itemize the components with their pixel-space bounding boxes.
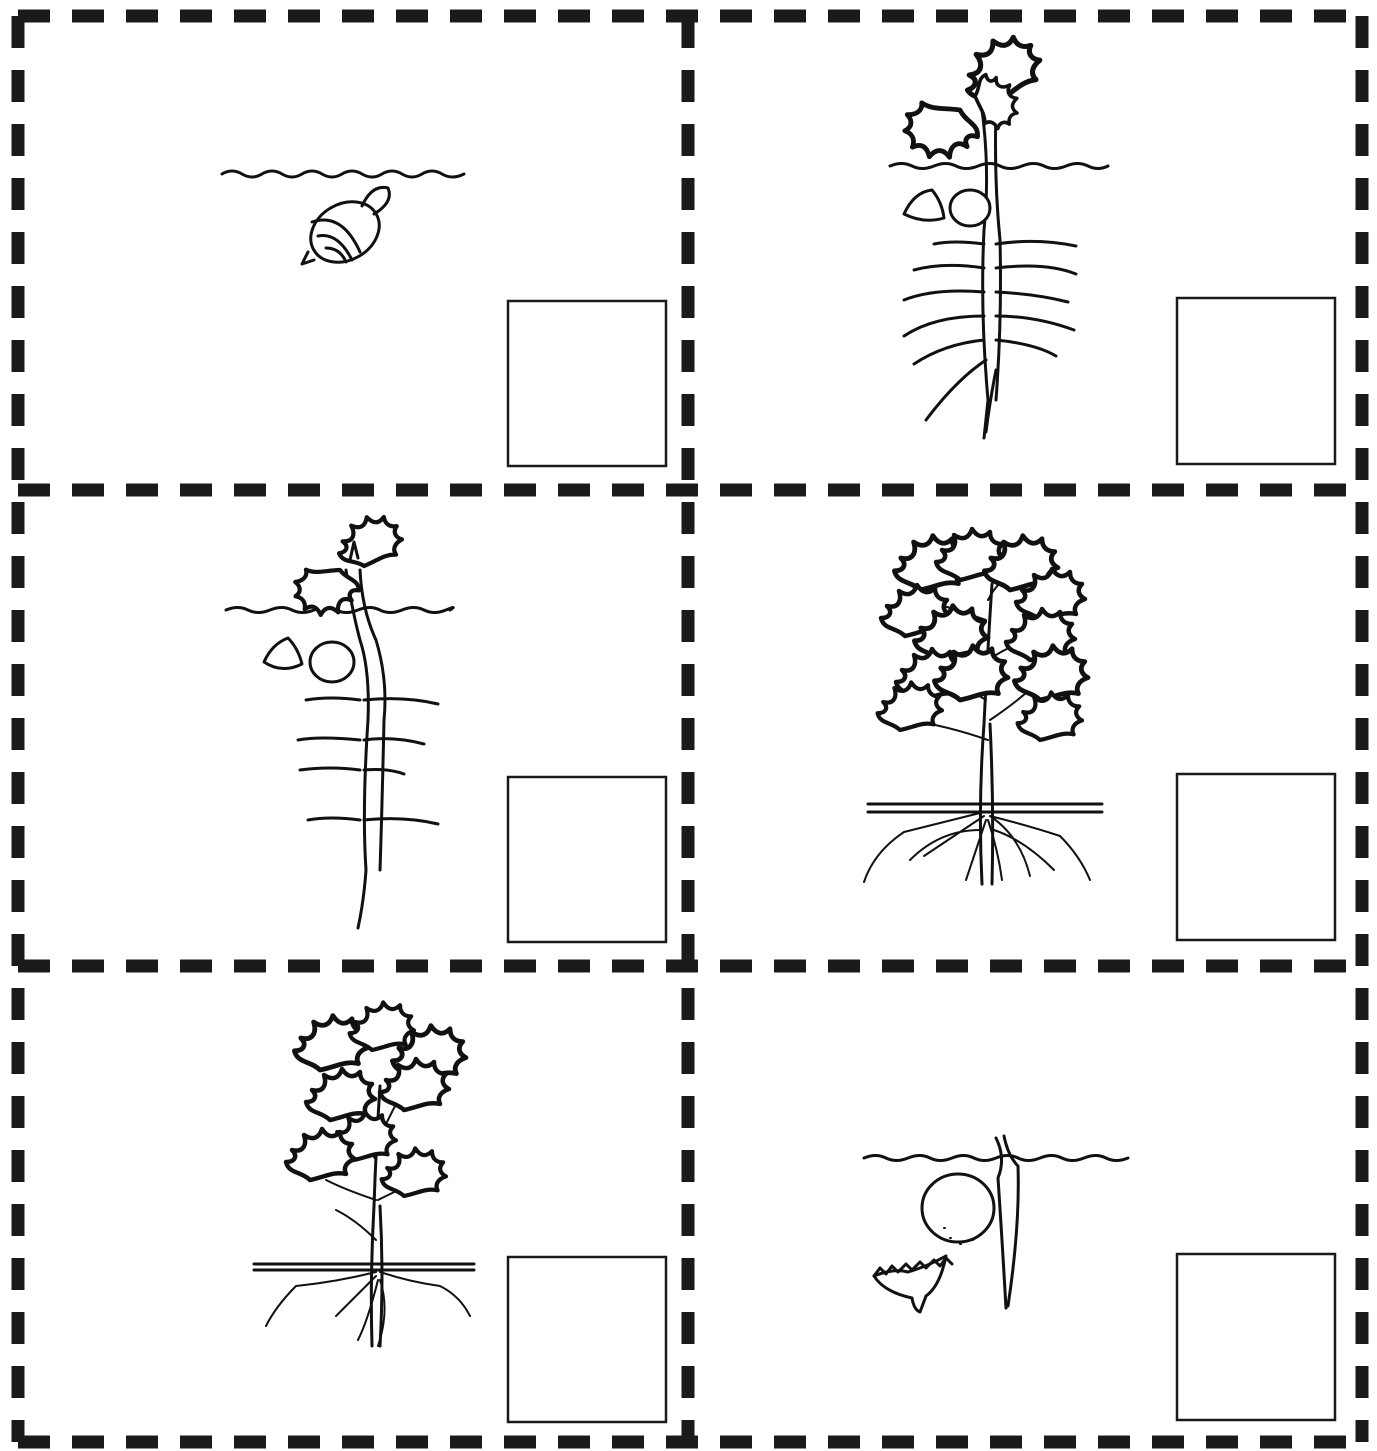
card-mature-oak-tree (864, 529, 1335, 940)
sapling-illustration (266, 1002, 470, 1346)
soil-line (890, 164, 1108, 169)
soil-line (222, 171, 464, 177)
answer-box[interactable] (1177, 774, 1335, 940)
card-acorn-in-soil (222, 171, 666, 466)
soil-line (254, 1264, 474, 1270)
answer-box[interactable] (508, 1257, 666, 1422)
card-sprouting-seedling (226, 512, 666, 942)
seedling-illustration (896, 28, 1076, 438)
answer-box[interactable] (508, 301, 666, 466)
dashed-cut-lines (18, 16, 1362, 1442)
answer-box[interactable] (508, 777, 666, 942)
card-young-sapling (254, 1002, 666, 1422)
oak-tree-illustration (864, 529, 1090, 884)
answer-box[interactable] (1177, 298, 1335, 464)
sprouting-seedling-illustration (264, 512, 438, 928)
answer-box[interactable] (1177, 1254, 1335, 1420)
acorn-illustration (300, 187, 390, 274)
card-germinating-acorn (864, 1136, 1335, 1420)
germinating-acorn-illustration (874, 1136, 1018, 1312)
card-seedling-with-first-leaves (890, 28, 1335, 464)
soil-line (864, 1156, 1128, 1161)
soil-line (868, 804, 1102, 812)
